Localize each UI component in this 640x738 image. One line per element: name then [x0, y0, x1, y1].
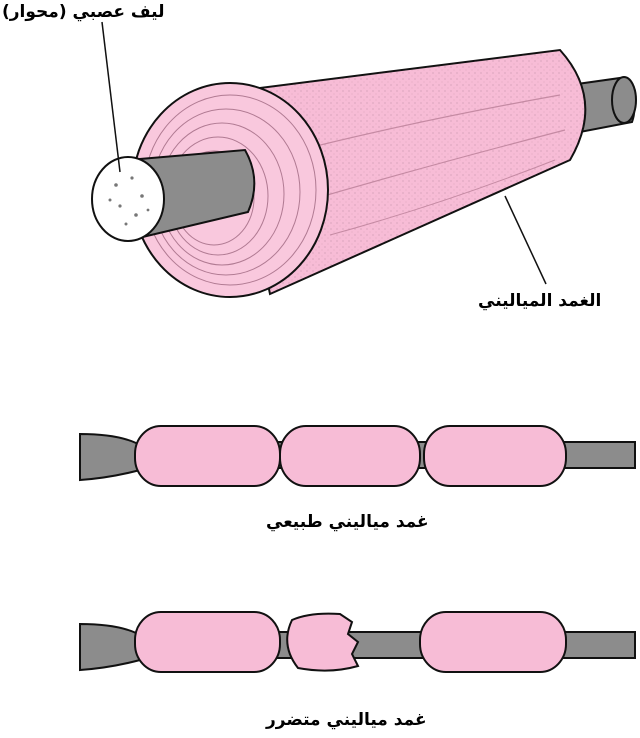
myelin-segment — [134, 425, 281, 487]
axon-strand — [79, 432, 141, 482]
leader-line-sheath — [504, 195, 547, 285]
axon-left-end — [91, 148, 256, 242]
normal-myelin-illustration — [79, 425, 636, 487]
myelin-sheath-label: الغمد المياليني — [478, 291, 602, 311]
myelin-segment — [134, 611, 281, 673]
axon-strand — [79, 622, 141, 672]
damaged-myelin-segment — [286, 612, 360, 672]
nerve-fiber-label: ليف عصبي (محوار) — [2, 2, 165, 22]
leader-line-fiber — [101, 21, 121, 173]
normal-myelin-label: غمد مياليني طبيعي — [266, 512, 429, 532]
myelin-roll-illustration — [91, 21, 637, 298]
myelin-segment — [279, 425, 421, 487]
damaged-myelin-label: غمد مياليني متضرر — [266, 710, 427, 730]
axon-cross-section-dots — [108, 176, 150, 226]
axon-right-end — [568, 76, 637, 134]
damaged-myelin-illustration — [79, 611, 636, 673]
myelin-segment — [419, 611, 567, 673]
myelin-segment — [423, 425, 567, 487]
